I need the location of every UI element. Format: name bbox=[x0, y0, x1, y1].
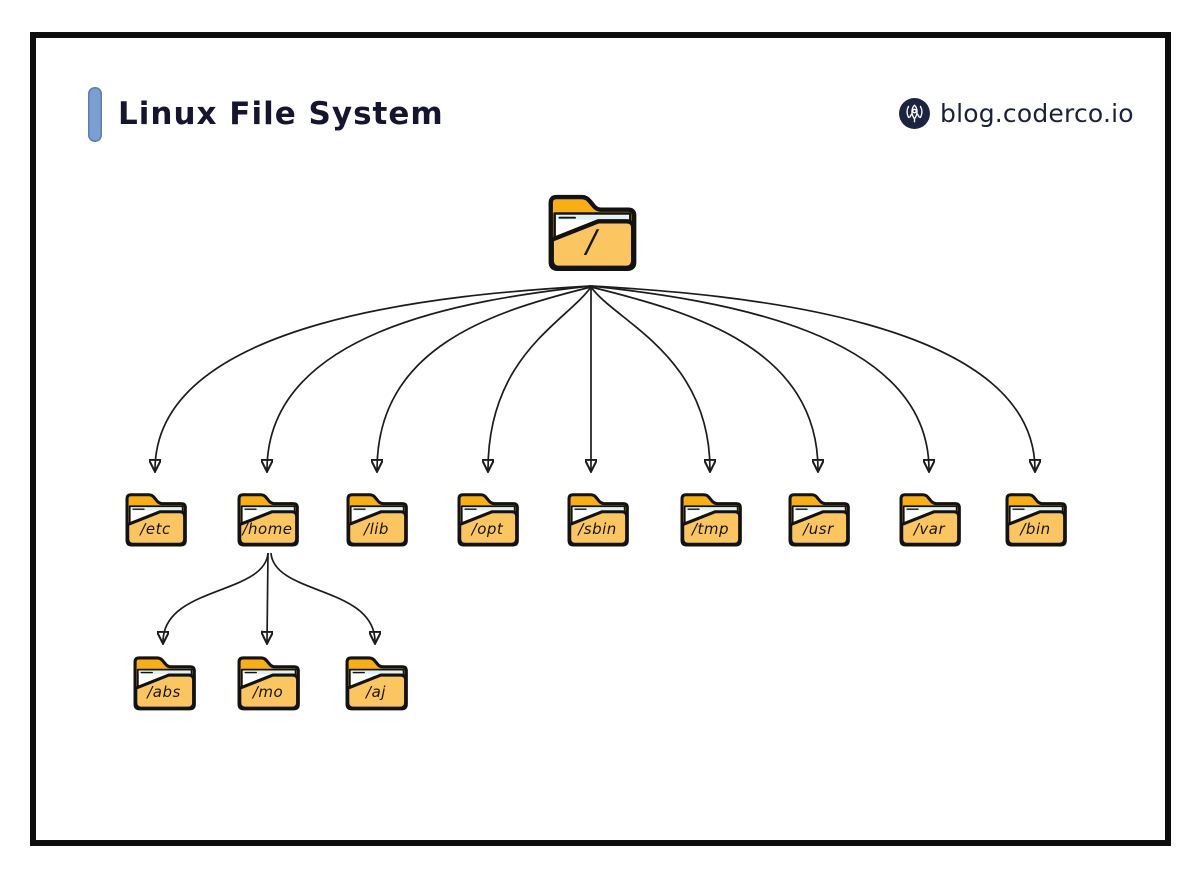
folder-node-mo: /mo bbox=[233, 651, 303, 713]
brand-label: blog.coderco.io bbox=[940, 99, 1134, 128]
folder-node-home: /home bbox=[233, 488, 302, 549]
folder-node-opt: /opt bbox=[453, 488, 522, 549]
folder-icon bbox=[346, 493, 408, 547]
folder-label: /abs bbox=[147, 683, 181, 702]
folder-label: /lib bbox=[364, 519, 389, 538]
folder-icon bbox=[1005, 493, 1067, 547]
folder-label: / bbox=[586, 223, 597, 260]
folder-node-tmp: /tmp bbox=[676, 488, 745, 549]
page-title: Linux File System bbox=[118, 96, 444, 132]
folder-icon bbox=[133, 656, 196, 711]
folder-node-etc: /etc bbox=[121, 488, 190, 549]
folder-icon bbox=[680, 493, 742, 547]
folder-icon bbox=[457, 493, 519, 547]
rocket-badge-icon bbox=[899, 98, 930, 129]
folder-label: /sbin bbox=[578, 519, 617, 538]
folder-node-bin: /bin bbox=[1001, 488, 1070, 549]
folder-icon bbox=[237, 656, 300, 711]
folder-label: /mo bbox=[252, 683, 284, 702]
folder-icon bbox=[899, 493, 961, 547]
folder-node-var: /var bbox=[895, 488, 964, 549]
folder-label: /usr bbox=[803, 519, 834, 538]
folder-label: /var bbox=[913, 519, 946, 538]
folder-label: /opt bbox=[471, 519, 504, 538]
folder-label: /aj bbox=[366, 683, 386, 702]
folder-node-abs: /abs bbox=[129, 651, 199, 713]
folder-node-aj: /aj bbox=[341, 651, 411, 713]
folder-label: /tmp bbox=[691, 519, 730, 538]
folder-icon bbox=[125, 493, 187, 547]
folder-node-sbin: /sbin bbox=[563, 488, 632, 549]
folder-node-lib: /lib bbox=[342, 488, 411, 549]
folder-icon bbox=[788, 493, 850, 547]
folder-label: /bin bbox=[1020, 519, 1051, 538]
folder-icon bbox=[567, 493, 629, 547]
brand: blog.coderco.io bbox=[898, 97, 1134, 130]
folder-node-usr: /usr bbox=[784, 488, 853, 549]
folder-icon bbox=[345, 656, 408, 711]
title-accent-bar bbox=[88, 87, 102, 142]
folder-node-root: / bbox=[543, 186, 640, 276]
folder-label: /home bbox=[242, 519, 293, 538]
folder-icon bbox=[237, 493, 299, 547]
folder-label: /etc bbox=[140, 519, 171, 538]
diagram-frame bbox=[30, 32, 1171, 846]
